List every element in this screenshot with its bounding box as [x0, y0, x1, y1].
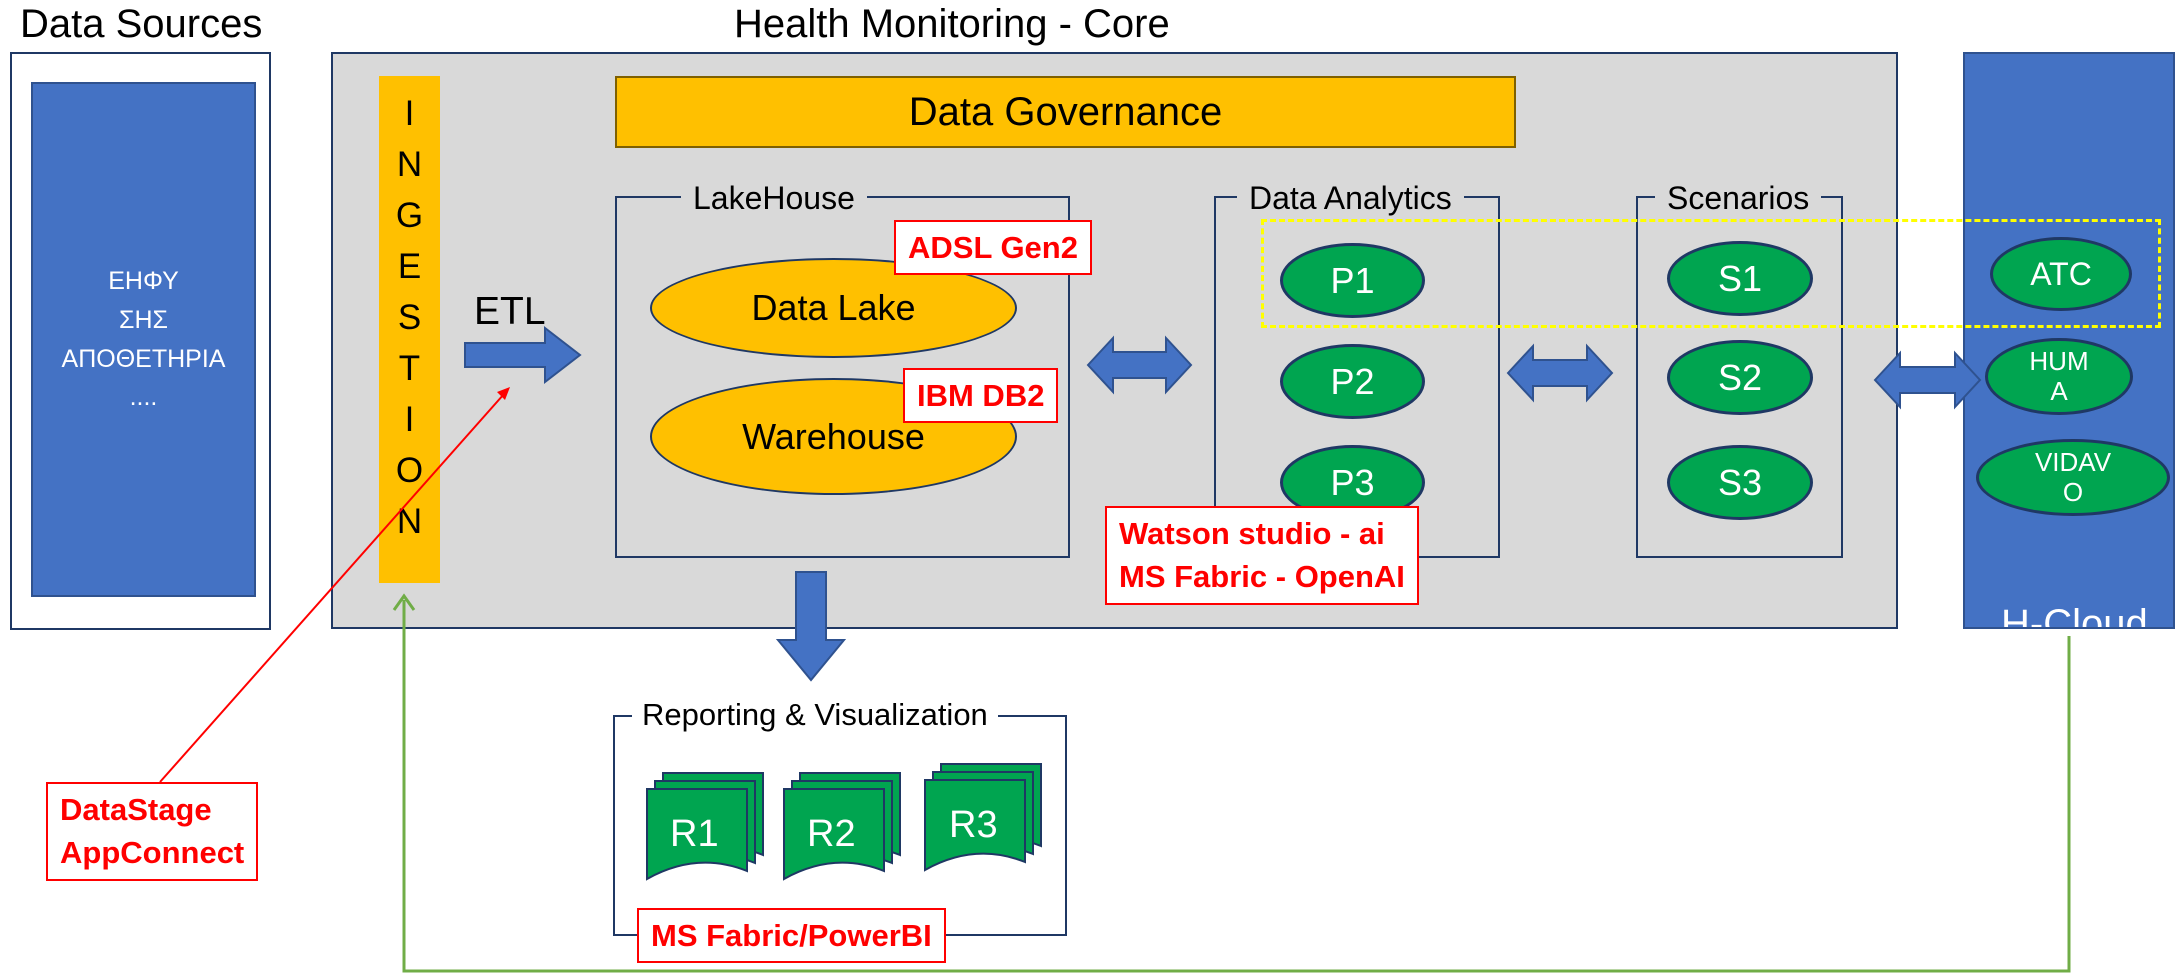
ingestion-letter: I	[404, 94, 415, 133]
reporting-label: Reporting & Visualization	[632, 697, 998, 733]
ingestion-letter: E	[397, 247, 422, 286]
data-sources-list: ΕΗΦΥ ΣΗΣ ΑΠΟΘΕΤΗΡΙΑ ....	[62, 262, 226, 417]
data-source-item: ΕΗΦΥ	[108, 267, 179, 295]
analytics-tool-item: MS Fabric - OpenAI	[1119, 559, 1405, 595]
data-source-item: ΣΗΣ	[119, 305, 168, 334]
report-label-r2: R2	[807, 813, 856, 855]
etl-label: ETL	[474, 290, 546, 333]
ingestion-tool-item: DataStage	[60, 792, 212, 827]
cloud-node-huma: HUM A	[1985, 338, 2133, 415]
scenario-node-s1: S1	[1667, 241, 1813, 316]
ingestion-letter: T	[398, 349, 421, 388]
data-sources-box: ΕΗΦΥ ΣΗΣ ΑΠΟΘΕΤΗΡΙΑ ....	[10, 52, 271, 630]
cloud-node-text: ATC	[2030, 255, 2092, 292]
scenarios-label: Scenarios	[1655, 180, 1822, 217]
ingestion-letter: S	[397, 298, 422, 337]
lakehouse-label: LakeHouse	[681, 180, 867, 217]
cloud-node-text: HUM	[2029, 345, 2089, 376]
data-lake-tool-label: ADSL Gen2	[894, 220, 1092, 276]
data-sources-title: Data Sources	[20, 2, 263, 46]
highlight-dashed-box	[1261, 219, 2161, 328]
cloud-node-text: O	[2062, 476, 2084, 507]
core-title: Health Monitoring - Core	[734, 2, 1170, 46]
analytics-tool-item: Watson studio - ai	[1119, 516, 1385, 551]
ingestion-letter: N	[396, 502, 423, 541]
data-analytics-label: Data Analytics	[1237, 180, 1464, 217]
reporting-tool-label: MS Fabric/PowerBI	[637, 908, 946, 964]
warehouse-tool-label: IBM DB2	[903, 368, 1059, 424]
cloud-node-text: VIDAV	[2034, 446, 2112, 477]
ingestion-letter: N	[396, 145, 423, 184]
report-label-r3: R3	[949, 804, 998, 846]
cloud-node-vidavo: VIDAV O	[1976, 439, 2170, 516]
scenario-node-s2: S2	[1667, 340, 1813, 415]
analytics-node-p1: P1	[1280, 243, 1425, 318]
ingestion-letter: O	[395, 451, 424, 490]
report-label-r1: R1	[670, 813, 719, 855]
data-sources-panel: ΕΗΦΥ ΣΗΣ ΑΠΟΘΕΤΗΡΙΑ ....	[31, 82, 256, 597]
analytics-tools-label: Watson studio - ai MS Fabric - OpenAI	[1105, 506, 1419, 605]
ingestion-letter: I	[404, 400, 415, 439]
cloud-node-atc: ATC	[1990, 237, 2132, 311]
ingestion-bar: I N G E S T I O N	[379, 76, 440, 583]
ingestion-tools-label: DataStage AppConnect	[46, 782, 259, 881]
data-governance-bar: Data Governance	[615, 76, 1516, 148]
cloud-node-text: A	[2050, 375, 2068, 406]
cloud-label: H-Cloud	[2001, 602, 2148, 629]
warehouse-ellipse: Warehouse	[650, 378, 1017, 495]
analytics-node-p2: P2	[1280, 344, 1425, 419]
data-source-item: ΑΠΟΘΕΤΗΡΙΑ	[61, 344, 226, 373]
scenario-node-s3: S3	[1667, 445, 1813, 520]
ingestion-tool-item: AppConnect	[60, 835, 245, 871]
ingestion-letter: G	[395, 196, 424, 235]
data-source-item: ....	[129, 383, 158, 412]
